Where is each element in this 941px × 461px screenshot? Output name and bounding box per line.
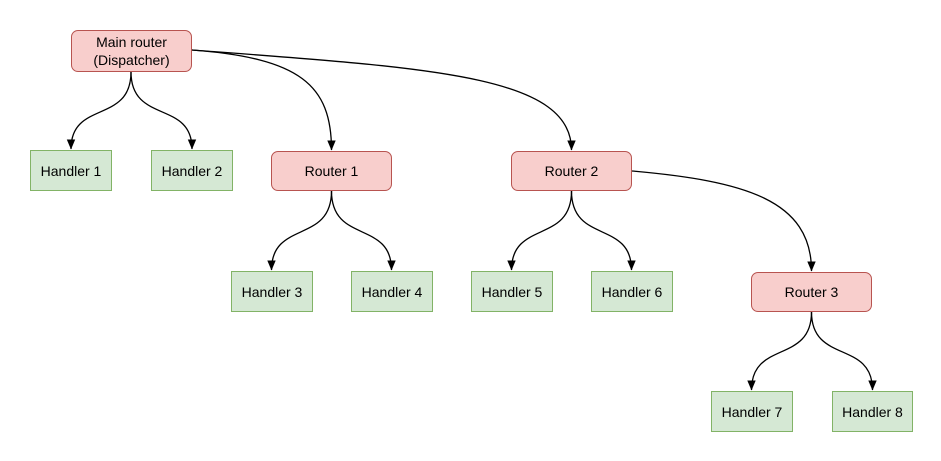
node-handler-1: Handler 1 [30, 150, 112, 191]
handler-3-label: Handler 3 [241, 283, 303, 300]
router-1-label: Router 1 [304, 163, 359, 179]
handler-4-label: Handler 4 [361, 283, 423, 300]
node-main-router: Main router (Dispatcher) [71, 30, 192, 72]
edge-router3-to-handler7 [747, 311, 813, 391]
edge-main-router-to-router2 [191, 49, 576, 151]
handler-7-label: Handler 7 [721, 403, 783, 420]
edge-router3-to-handler8 [810, 311, 877, 391]
node-router-3: Router 3 [751, 272, 872, 312]
edge-router2-to-handler5 [507, 190, 573, 271]
node-handler-6: Handler 6 [591, 271, 673, 312]
handler-1-label: Handler 1 [40, 162, 102, 179]
node-router-1: Router 1 [271, 151, 392, 191]
router-3-label: Router 3 [784, 284, 839, 300]
router-2-label: Router 2 [544, 163, 599, 179]
handler-6-label: Handler 6 [601, 283, 663, 300]
edge-main-router-to-handler2 [130, 71, 197, 150]
node-router-2: Router 2 [511, 151, 632, 191]
handler-5-label: Handler 5 [481, 283, 543, 300]
edge-router1-to-handler4 [330, 190, 396, 271]
edge-main-router-to-handler1 [66, 71, 132, 150]
handler-2-label: Handler 2 [161, 162, 223, 179]
node-handler-7: Handler 7 [711, 391, 793, 432]
edge-router1-to-handler3 [267, 190, 333, 271]
node-handler-3: Handler 3 [231, 271, 313, 312]
edge-main-router-to-router1 [191, 49, 336, 151]
handler-8-label: Handler 8 [842, 403, 903, 420]
main-router-label-line1: Main router [96, 34, 167, 50]
main-router-label-line2: (Dispatcher) [93, 52, 170, 68]
node-handler-8: Handler 8 [832, 391, 913, 432]
node-handler-4: Handler 4 [351, 271, 433, 312]
edge-router2-to-router3 [631, 170, 816, 272]
edge-router2-to-handler6 [570, 190, 636, 271]
node-handler-5: Handler 5 [471, 271, 553, 312]
node-handler-2: Handler 2 [151, 150, 233, 191]
